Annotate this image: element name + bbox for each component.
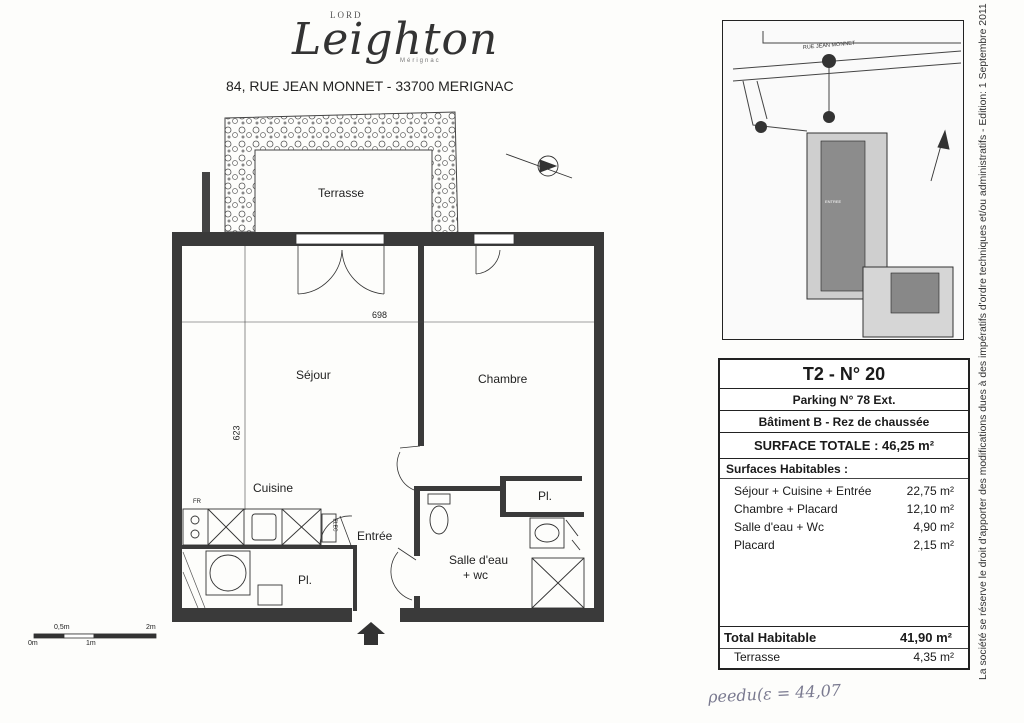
surface-value: 4,90 m² bbox=[913, 520, 954, 534]
surface-label: Salle d'eau + Wc bbox=[734, 520, 825, 534]
north-arrow-icon bbox=[505, 153, 573, 179]
bathroom-fixtures bbox=[427, 493, 585, 609]
scale-0: 0m bbox=[28, 640, 38, 647]
site-street-label: RUE JEAN MONNET bbox=[803, 40, 857, 51]
total-habitable-label: Total Habitable bbox=[724, 630, 817, 645]
disclaimer-text: La société se réserve le droit d'apporte… bbox=[978, 3, 989, 680]
floor-plan bbox=[33, 111, 604, 645]
entrance-arrow-icon bbox=[357, 622, 385, 645]
info-parking: Parking N° 78 Ext. bbox=[720, 390, 968, 411]
room-label-wc: + wc bbox=[463, 568, 489, 582]
info-surface-totale: SURFACE TOTALE : 46,25 m² bbox=[720, 434, 968, 459]
room-label-placard-entree: Pl. bbox=[298, 573, 313, 587]
logo-top-text: LORD bbox=[330, 10, 363, 20]
room-label-cuisine: Cuisine bbox=[253, 481, 294, 495]
room-label-entree: Entrée bbox=[357, 529, 393, 543]
scale-05: 0,5m bbox=[54, 624, 70, 631]
surface-label: Placard bbox=[734, 538, 775, 552]
info-title: T2 - N° 20 bbox=[720, 360, 968, 389]
surface-label: Séjour + Cuisine + Entrée bbox=[734, 484, 872, 498]
terrasse-label: Terrasse bbox=[734, 650, 781, 664]
scale-2: 2m bbox=[146, 624, 156, 631]
info-batiment: Bâtiment B - Rez de chaussée bbox=[720, 412, 968, 433]
surface-value: 12,10 m² bbox=[906, 502, 954, 516]
site-plan-map: RUE JEAN MONNET ENTREE bbox=[732, 31, 962, 338]
logo-subtitle: Mérignac bbox=[400, 58, 441, 64]
terrace-door bbox=[297, 246, 501, 295]
terrasse-value: 4,35 m² bbox=[913, 650, 954, 664]
fridge-label: FR bbox=[193, 499, 201, 505]
kitchen-counter bbox=[182, 508, 337, 546]
room-label-salle-eau: Salle d'eau bbox=[449, 553, 509, 567]
elec-label: ELEC bbox=[331, 518, 338, 532]
handwritten-note: ρeedu(ε = 44,07 bbox=[707, 680, 842, 707]
site-plan-panel: RUE JEAN MONNET ENTREE bbox=[722, 20, 964, 340]
site-building-label: ENTREE bbox=[825, 199, 842, 204]
scale-bar bbox=[33, 633, 157, 639]
surface-label: Chambre + Placard bbox=[734, 502, 838, 516]
room-label-terrasse: Terrasse bbox=[318, 186, 365, 200]
dimension-width: 698 bbox=[372, 310, 388, 320]
logo: Leighton bbox=[292, 14, 499, 65]
room-label-chambre: Chambre bbox=[478, 372, 528, 386]
room-label-placard-chambre: Pl. bbox=[538, 489, 553, 503]
total-habitable-value: 41,90 m² bbox=[899, 630, 952, 645]
address: 84, RUE JEAN MONNET - 33700 MERIGNAC bbox=[226, 78, 514, 94]
scale-1: 1m bbox=[86, 640, 96, 647]
surfaces-header: Surfaces Habitables : bbox=[726, 462, 849, 476]
surface-info-table: T2 - N° 20 Parking N° 78 Ext. Bâtiment B… bbox=[718, 358, 970, 670]
dimension-height: 623 bbox=[231, 425, 242, 441]
surface-value: 2,15 m² bbox=[913, 538, 954, 552]
room-label-sejour: Séjour bbox=[296, 368, 331, 382]
surface-value: 22,75 m² bbox=[906, 484, 954, 498]
